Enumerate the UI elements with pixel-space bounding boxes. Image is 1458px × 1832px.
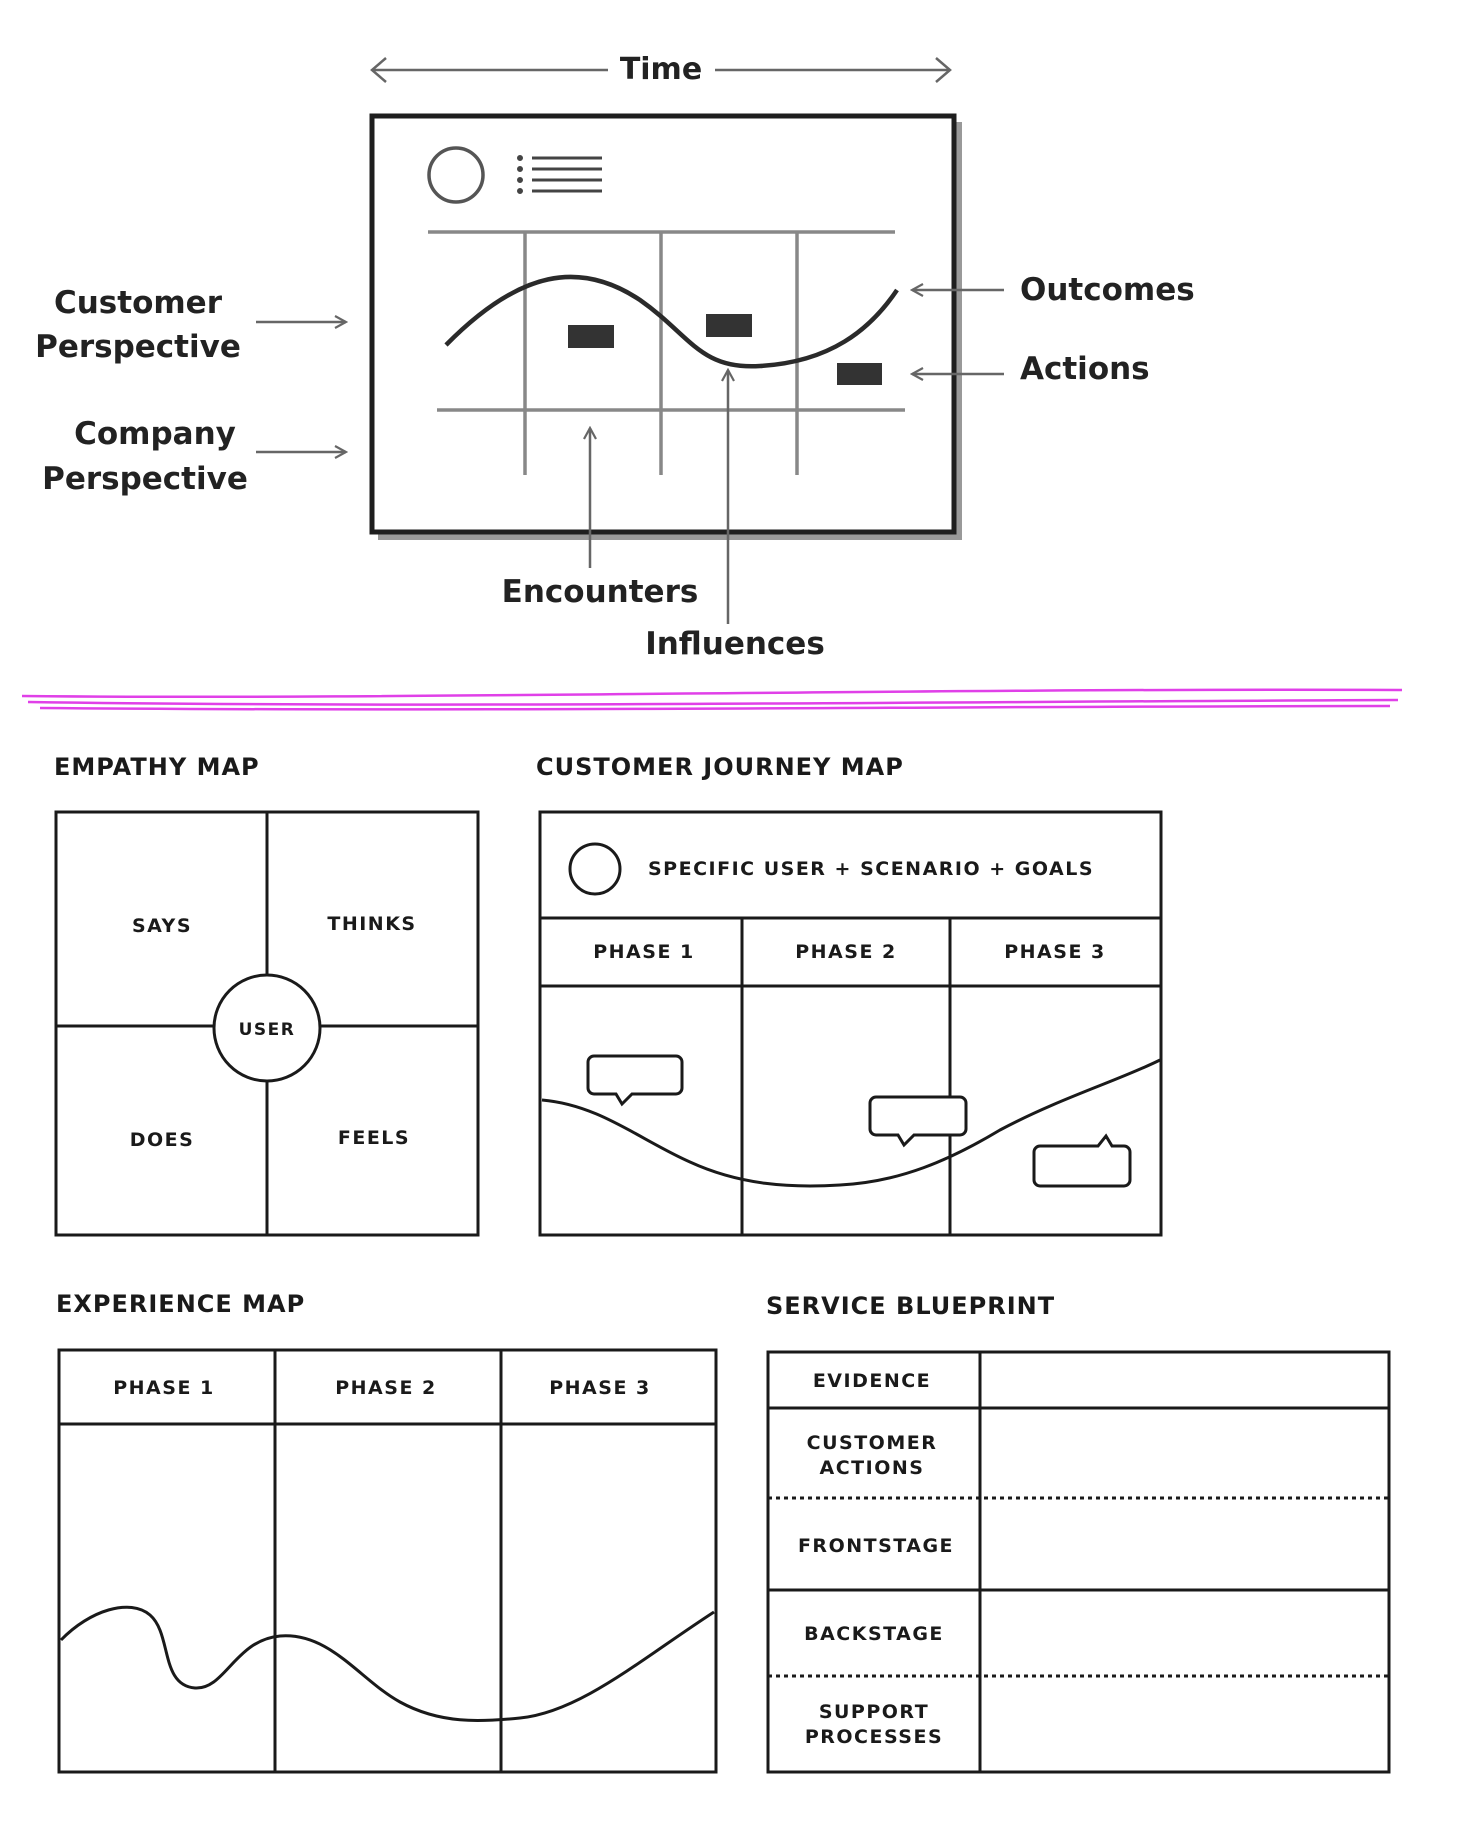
journey-map-title: CUSTOMER JOURNEY MAP [536, 753, 904, 781]
user-circle-icon [568, 842, 622, 896]
journey-phase-2: PHASE 2 [795, 941, 897, 963]
empathy-says-label: SAYS [132, 915, 192, 937]
experience-map-title: EXPERIENCE MAP [56, 1290, 305, 1318]
experience-map: EXPERIENCE MAP PHASE 1 PHASE 2 PHASE 3 [56, 1290, 718, 1774]
customer-journey-map: CUSTOMER JOURNEY MAP SPECIFIC USER + SCE… [536, 753, 1163, 1237]
journey-curve [541, 1058, 1161, 1188]
emotion-curve [444, 274, 899, 369]
empathy-map-title: EMPATHY MAP [54, 753, 260, 781]
journey-phase-1: PHASE 1 [593, 941, 695, 963]
company-label-line1: Company [74, 416, 236, 452]
speech-bubble-icon [868, 1095, 968, 1148]
influences-label: Influences [645, 626, 825, 662]
journey-header-label: SPECIFIC USER + SCENARIO + GOALS [648, 858, 1094, 880]
speech-bubble-icon [1032, 1133, 1132, 1188]
action-block [837, 363, 882, 385]
service-blueprint-title: SERVICE BLUEPRINT [766, 1292, 1055, 1320]
user-circle [212, 973, 322, 1083]
experience-phase-2: PHASE 2 [335, 1377, 437, 1399]
company-label-line2: Perspective [42, 461, 248, 497]
service-blueprint: SERVICE BLUEPRINT EVIDENCE CUSTOMER ACTI… [766, 1292, 1391, 1774]
empathy-thinks-label: THINKS [327, 913, 416, 935]
overview-diagram: Time Cust [35, 52, 1195, 662]
experience-curve [59, 1605, 715, 1723]
blueprint-customer-actions-line1: CUSTOMER [807, 1432, 938, 1454]
journey-phase-3: PHASE 3 [1004, 941, 1106, 963]
blueprint-support-line1: SUPPORT [819, 1701, 929, 1723]
empathy-map: EMPATHY MAP USER SAYS THINKS DOES FEELS [54, 753, 480, 1237]
blueprint-frontstage-label: FRONTSTAGE [798, 1535, 954, 1557]
speech-bubble-icon [586, 1054, 684, 1107]
list-lines-icon [517, 155, 602, 194]
customer-label-line2: Perspective [35, 329, 241, 365]
time-axis: Time [370, 52, 952, 87]
time-label: Time [620, 52, 702, 87]
action-block [706, 314, 752, 337]
action-block [568, 325, 614, 348]
blueprint-backstage-label: BACKSTAGE [804, 1623, 944, 1645]
encounters-label: Encounters [502, 574, 699, 610]
empathy-user-label: USER [239, 1020, 296, 1040]
experience-phase-1: PHASE 1 [113, 1377, 215, 1399]
user-circle-icon [427, 146, 485, 204]
empathy-does-label: DOES [130, 1129, 195, 1151]
overview-grid [428, 230, 905, 475]
actions-label: Actions [1020, 351, 1150, 387]
separator-line [21, 688, 1403, 711]
blueprint-customer-actions-line2: ACTIONS [820, 1457, 925, 1479]
experience-phase-3: PHASE 3 [549, 1377, 651, 1399]
customer-label-line1: Customer [54, 285, 223, 321]
blueprint-support-line2: PROCESSES [805, 1726, 943, 1748]
blueprint-evidence-label: EVIDENCE [813, 1370, 931, 1392]
outcomes-label: Outcomes [1020, 272, 1195, 308]
empathy-feels-label: FEELS [338, 1127, 410, 1149]
